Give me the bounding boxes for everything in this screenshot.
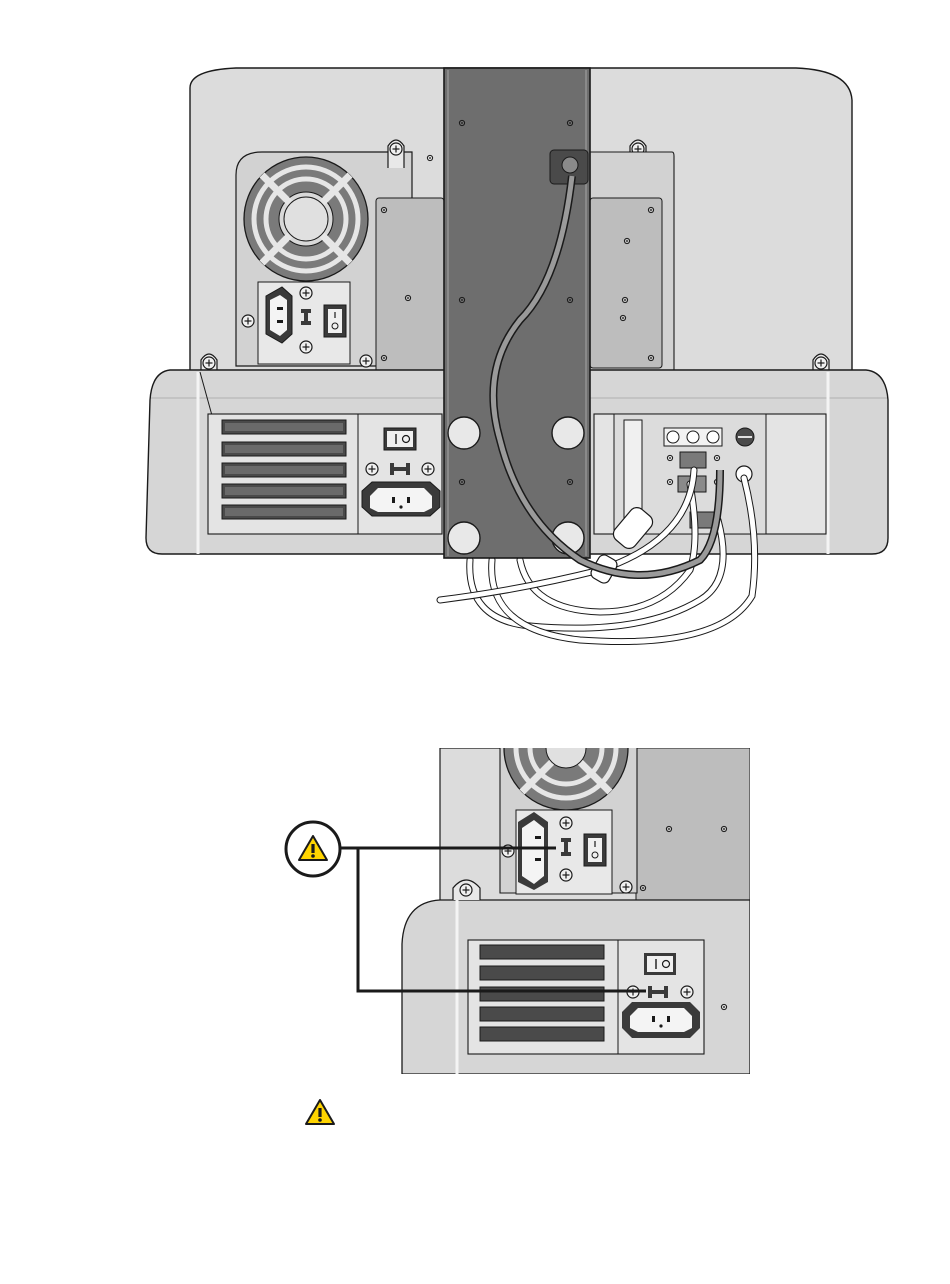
warning-callout [286, 822, 340, 876]
warning-note [306, 1100, 334, 1124]
detail-figure [286, 686, 750, 1074]
dark-cover-plate-right [590, 198, 662, 368]
warning-triangle-icon [306, 1100, 334, 1124]
dark-cover-plate-left [376, 198, 444, 376]
fan-grille-icon [244, 157, 368, 281]
mounting-bracket-left [388, 140, 404, 168]
fan-grille-icon [504, 686, 628, 810]
rear-view-figure [146, 68, 888, 642]
